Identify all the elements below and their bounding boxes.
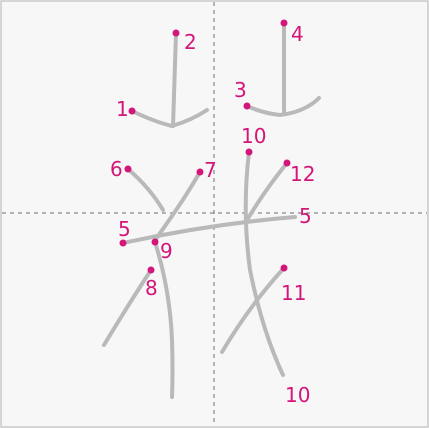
stroke-9-start-dot [151, 238, 159, 246]
stroke-3-start-dot [243, 102, 251, 110]
stroke-11-start-dot [280, 264, 288, 272]
stroke-9 [153, 240, 175, 399]
stroke-label-9: 9 [160, 239, 173, 263]
stroke-11 [220, 266, 286, 354]
stroke-label-5-end: 5 [299, 204, 312, 228]
stroke-label-6: 6 [110, 157, 123, 181]
stroke-8-start-dot [147, 266, 155, 274]
stroke-3 [245, 96, 321, 117]
stroke-label-8: 8 [145, 276, 158, 300]
stroke-label-10-start: 10 [241, 124, 266, 148]
stroke-label-11: 11 [281, 281, 306, 305]
stroke-label-2: 2 [184, 30, 197, 54]
stroke-10 [243, 150, 285, 377]
stroke-10-start-dot [245, 148, 253, 156]
stroke-6-start-dot [124, 165, 132, 173]
stroke-5-start-dot [119, 239, 127, 247]
stroke-8 [102, 268, 153, 347]
stroke-label-7: 7 [204, 158, 217, 182]
stroke-2 [171, 31, 178, 128]
stroke-label-5-start: 5 [118, 217, 131, 241]
stroke-12 [245, 161, 289, 222]
stroke-6 [126, 167, 165, 212]
stroke-label-1: 1 [116, 97, 129, 121]
stroke-2-start-dot [172, 29, 180, 37]
stroke-4-start-dot [280, 19, 288, 27]
stroke-7 [154, 170, 202, 241]
stroke-label-3: 3 [234, 78, 247, 102]
stroke-label-4: 4 [291, 22, 304, 46]
stroke-1-start-dot [128, 107, 136, 115]
stroke-label-12: 12 [290, 162, 315, 186]
stroke-12-start-dot [283, 159, 291, 167]
stroke-5 [121, 215, 297, 245]
stroke-7-start-dot [196, 168, 204, 176]
stroke-label-10-end: 10 [285, 383, 310, 407]
